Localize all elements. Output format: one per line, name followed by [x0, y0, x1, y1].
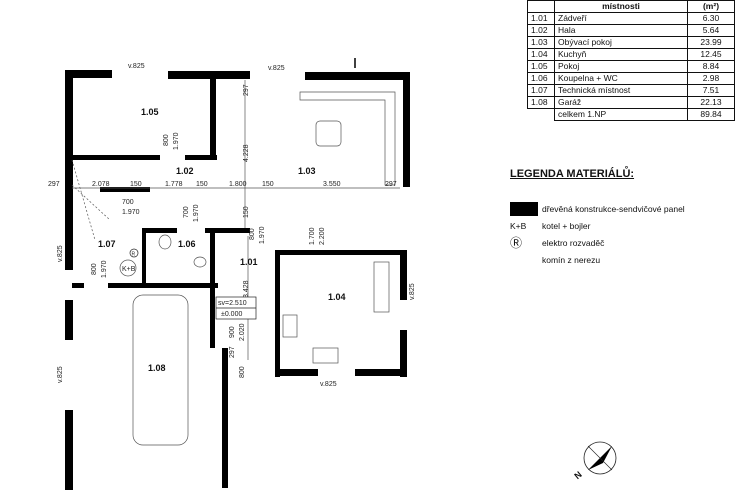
dim-text: 297 [229, 346, 236, 358]
room-label: 1.08 [148, 363, 166, 373]
compass-label: N [572, 469, 583, 481]
window-label: v.825 [320, 381, 337, 388]
dim-text: 150 [243, 206, 250, 218]
total-area: 89.84 [687, 108, 735, 121]
dim-text: 4.228 [243, 144, 250, 162]
room-no: 1.08 [527, 96, 555, 109]
dim-text: 297 [243, 84, 250, 96]
wall-swatch [510, 201, 538, 216]
window-labels: v.825 v.825 v.825 v.825 v.825 v.825 [57, 63, 416, 388]
legend-item: K+B kotel + bojler [510, 217, 685, 234]
dim-text: 700 [183, 206, 190, 218]
dim-text: 900 [229, 326, 236, 338]
room-label: 1.07 [98, 239, 116, 249]
dim-text: 297 [48, 181, 60, 188]
room-label: 1.01 [240, 257, 258, 267]
dim-text: 297 [385, 181, 397, 188]
dim-text: 800 [239, 366, 246, 378]
room-label: 1.04 [328, 292, 346, 302]
window-label: v.825 [409, 283, 416, 300]
level-mark: sv=2.510 ±0.000 [215, 296, 257, 320]
legend-text: kotel + bojler [542, 220, 591, 231]
legend-text: elektro rozvaděč [542, 237, 605, 248]
legend: LEGENDA MATERIÁLŮ: dřevěná konstrukce-se… [510, 168, 685, 268]
dimensions: 297 2.078 150 1.778 150 1.800 150 3.550 … [48, 84, 397, 378]
dim-text: 1.800 [229, 181, 247, 188]
dim-text: 150 [262, 181, 274, 188]
electric-panel-symbol: R [132, 252, 136, 258]
legend-text: dřevěná konstrukce-sendvičové panel [542, 203, 685, 214]
dim-text: 800 [249, 228, 256, 240]
r-symbol-icon: Ⓡ [510, 236, 523, 250]
room-label: 1.05 [141, 107, 159, 117]
legend-title: LEGENDA MATERIÁLŮ: [510, 168, 635, 180]
electric-panel-icon [129, 248, 139, 258]
level-text: sv=2.510 [218, 300, 247, 307]
dim-text: 2.078 [92, 181, 110, 188]
legend-text: komín z nerezu [542, 254, 601, 265]
dim-text: 3.550 [323, 181, 341, 188]
dim-text: 3.428 [243, 280, 250, 298]
dim-text: 150 [130, 181, 142, 188]
dim-text: 150 [196, 181, 208, 188]
dim-text: 1.970 [259, 226, 266, 244]
legend-item: komín z nerezu [510, 251, 685, 268]
dim-text: 1.970 [101, 260, 108, 278]
dim-text: 1.700 [309, 227, 316, 245]
room-label: 1.02 [176, 166, 194, 176]
dim-text: 1.970 [122, 209, 140, 216]
dim-text: 2.020 [239, 323, 246, 341]
dim-text: 800 [163, 134, 170, 146]
window-label: v.825 [128, 63, 145, 70]
room-label: 1.06 [178, 239, 196, 249]
room-label: 1.03 [298, 166, 316, 176]
dim-text: 1.970 [193, 204, 200, 222]
dim-text: 800 [91, 263, 98, 275]
level-text: ±0.000 [221, 311, 242, 318]
window-label: v.825 [57, 245, 64, 262]
legend-symbol: K+B [510, 220, 527, 231]
window-label: v.825 [268, 65, 285, 72]
furniture [71, 80, 400, 446]
legend-item: dřevěná konstrukce-sendvičové panel [510, 200, 685, 217]
dim-text: 2.200 [319, 227, 326, 245]
boiler-label: K+B [122, 266, 136, 273]
dim-text: 1.970 [173, 132, 180, 150]
compass-icon: N [572, 441, 617, 481]
dim-text: 700 [122, 199, 134, 206]
dim-text: 1.778 [165, 181, 183, 188]
room-labels: 1.01 1.02 1.03 1.04 1.05 1.06 1.07 1.08 [98, 107, 346, 373]
walls [65, 70, 410, 490]
window-label: v.825 [57, 366, 64, 383]
total-label: celkem 1.NP [554, 108, 688, 121]
